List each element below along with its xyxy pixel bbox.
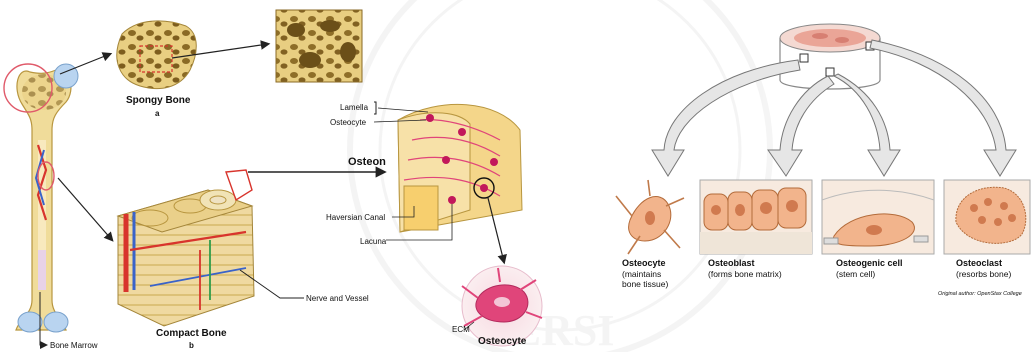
cell-desc-osteogenic: (stem cell) [836, 269, 875, 279]
arrow-to-compact [58, 178, 112, 240]
credit-line: Original author: OpenStax College [938, 291, 1022, 297]
ecm-label: ECM [452, 325, 470, 334]
spongy-bone-sub: a [155, 109, 160, 118]
compact-bone-sub: b [189, 341, 194, 350]
osteocyte-label: Osteocyte [330, 118, 367, 127]
osteocyte-illustration [616, 180, 684, 254]
cell-name-osteoclast: Osteoclast [956, 258, 1002, 268]
osteon-label: Osteon [348, 156, 386, 168]
osteogenic-cell-illustration [822, 180, 934, 254]
spongy-bone-sample [117, 21, 196, 89]
osteoclast-illustration [944, 180, 1030, 254]
spongy-bone-title: Spongy Bone [126, 95, 191, 106]
cell-desc-osteocyte-1: (maintains [622, 269, 661, 279]
nerve-vessel-label: Nerve and Vessel [306, 294, 369, 303]
osteocyte-cell [462, 266, 542, 346]
lamella-label: Lamella [340, 103, 369, 112]
compact-bone-block [118, 190, 254, 326]
cell-name-osteoblast: Osteoblast [708, 258, 755, 268]
compact-bone-title: Compact Bone [156, 328, 227, 339]
osteon-wedge [398, 104, 522, 232]
bone-marrow-label: Bone Marrow [50, 341, 98, 350]
magnified-spongy-bone [276, 10, 362, 82]
cell-name-osteocyte: Osteocyte [622, 258, 666, 268]
osteoblast-illustration [700, 180, 812, 254]
lamella-bracket [374, 102, 376, 114]
cell-name-osteogenic: Osteogenic cell [836, 258, 903, 268]
osteocyte-bottom-label: Osteocyte [478, 336, 527, 347]
lacuna-label: Lacuna [360, 237, 387, 246]
haversian-canal-label: Haversian Canal [326, 213, 385, 222]
cell-desc-osteocyte-2: bone tissue) [622, 279, 668, 289]
cell-desc-osteoclast: (resorbs bone) [956, 269, 1011, 279]
long-bone [16, 64, 78, 332]
cell-desc-osteoblast: (forms bone matrix) [708, 269, 782, 279]
